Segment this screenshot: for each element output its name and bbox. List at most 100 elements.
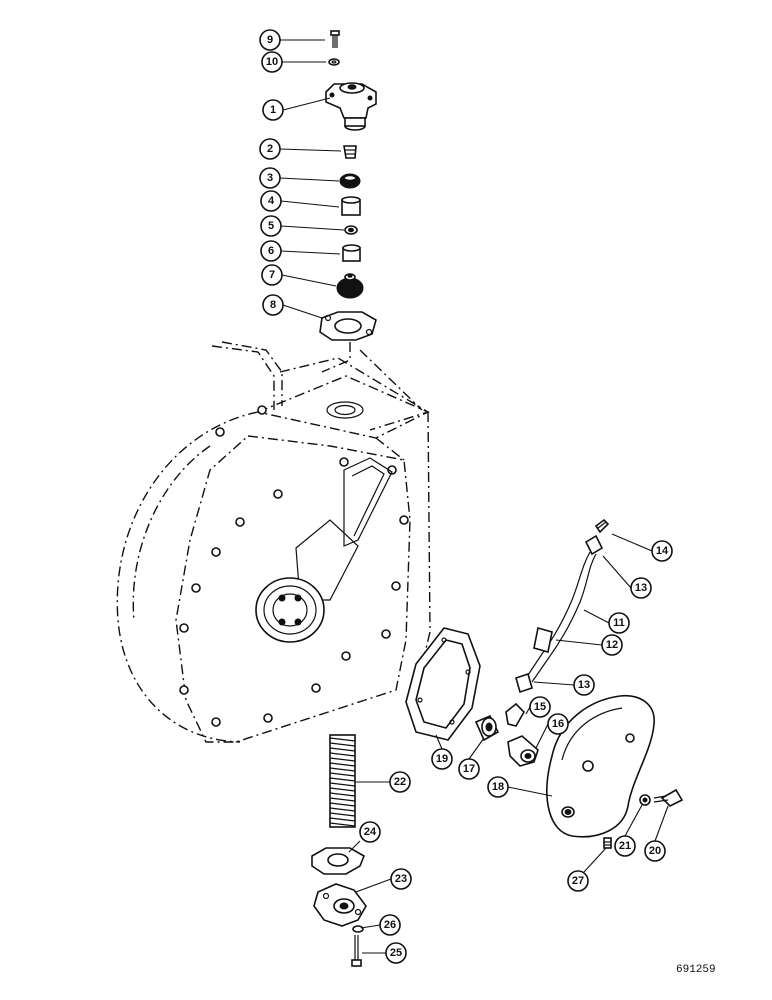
callout-13-upper: 13 xyxy=(630,577,652,599)
callout-label: 9 xyxy=(267,34,273,46)
callout-6: 6 xyxy=(260,240,282,262)
callout-2: 2 xyxy=(259,138,281,160)
callout-7: 7 xyxy=(261,264,283,286)
callout-label: 21 xyxy=(619,840,631,852)
part-22-spring xyxy=(329,734,356,828)
callout-9: 9 xyxy=(259,29,281,51)
spring-coil xyxy=(329,757,356,762)
callout-label: 24 xyxy=(364,826,377,838)
part-20-bolt xyxy=(653,788,684,807)
callout-17: 17 xyxy=(458,758,480,780)
callout-11: 11 xyxy=(608,612,630,634)
callout-label: 6 xyxy=(268,245,274,257)
part-21-washer xyxy=(639,794,651,806)
spring-coil xyxy=(329,762,356,767)
spring-coil xyxy=(329,782,356,787)
spring-coil xyxy=(329,752,356,757)
callout-23: 23 xyxy=(390,868,412,890)
part-1-housing xyxy=(325,82,377,131)
spring-coil xyxy=(329,772,356,777)
callout-label: 13 xyxy=(578,679,590,691)
callouts: 9 10 1 2 3 4 5 6 7 8 14 13 11 12 13 15 1… xyxy=(259,29,673,964)
callout-label: 23 xyxy=(395,873,407,885)
part-26-washer xyxy=(352,925,364,933)
callout-label: 13 xyxy=(635,582,647,594)
callout-14: 14 xyxy=(651,540,673,562)
spring-coil xyxy=(329,792,356,797)
callout-25: 25 xyxy=(385,942,407,964)
callout-label: 3 xyxy=(267,172,273,184)
part-17-spacer xyxy=(474,714,500,742)
spring-coil xyxy=(329,817,356,822)
part-3-seal xyxy=(339,173,361,189)
spring-coil xyxy=(329,737,356,742)
callout-label: 18 xyxy=(492,781,504,793)
spring-coil xyxy=(329,822,356,827)
callout-label: 4 xyxy=(268,195,275,207)
part-27-plug xyxy=(603,837,612,849)
callout-label: 1 xyxy=(270,104,276,116)
callout-label: 19 xyxy=(436,753,448,765)
callout-4: 4 xyxy=(260,190,282,212)
callout-label: 27 xyxy=(572,875,584,887)
callout-label: 10 xyxy=(266,56,278,68)
part-23-flange xyxy=(313,883,367,927)
callout-27: 27 xyxy=(567,870,589,892)
callout-label: 15 xyxy=(534,701,546,713)
callout-label: 8 xyxy=(270,299,276,311)
callout-26: 26 xyxy=(379,914,401,936)
part-6-bushing xyxy=(342,244,361,262)
housing-hub xyxy=(255,577,325,643)
part-10-washer xyxy=(328,58,340,66)
callout-label: 11 xyxy=(613,617,625,629)
callout-label: 17 xyxy=(463,763,475,775)
callout-label: 26 xyxy=(384,919,396,931)
callout-12: 12 xyxy=(601,634,623,656)
main-housing-outline xyxy=(116,341,431,743)
part-25-bolt xyxy=(351,935,362,967)
spring-coil xyxy=(329,797,356,802)
callout-label: 20 xyxy=(649,845,661,857)
part-24-gasket xyxy=(311,847,366,875)
part-9-bolt xyxy=(330,30,340,48)
part-18-cover xyxy=(546,695,655,838)
callout-21: 21 xyxy=(614,835,636,857)
part-2-spring xyxy=(343,145,357,159)
callout-20: 20 xyxy=(644,840,666,862)
part-7-cap xyxy=(336,273,364,299)
spring-coil xyxy=(329,747,356,752)
part-19-gasket xyxy=(405,627,481,741)
part-14-fitting xyxy=(594,518,610,534)
callout-22: 22 xyxy=(389,771,411,793)
callout-label: 25 xyxy=(390,947,402,959)
oil-line-assembly xyxy=(505,518,610,767)
spring-coil xyxy=(329,802,356,807)
spring-coil xyxy=(329,777,356,782)
callout-label: 5 xyxy=(268,220,274,232)
callout-1: 1 xyxy=(262,99,284,121)
callout-label: 16 xyxy=(552,718,564,730)
callout-label: 7 xyxy=(269,269,275,281)
callout-3: 3 xyxy=(259,167,281,189)
callout-10: 10 xyxy=(261,51,283,73)
callout-label: 22 xyxy=(394,776,406,788)
leader-lines xyxy=(279,39,669,954)
part-16-banjo xyxy=(507,735,539,767)
callout-label: 14 xyxy=(656,545,669,557)
part-5-ring xyxy=(344,225,358,235)
spring-coil xyxy=(329,742,356,747)
part-8-gasket xyxy=(319,311,377,341)
spring-coil xyxy=(329,787,356,792)
callout-16: 16 xyxy=(547,713,569,735)
callout-8: 8 xyxy=(262,294,284,316)
callout-18: 18 xyxy=(487,776,509,798)
callout-15: 15 xyxy=(529,696,551,718)
top-parts-stack xyxy=(319,30,377,373)
callout-label: 2 xyxy=(267,143,273,155)
part-4-sleeve xyxy=(341,196,361,216)
housing-bolts xyxy=(179,405,409,727)
callout-label: 12 xyxy=(606,639,618,651)
spring-coil xyxy=(329,807,356,812)
callout-13-lower: 13 xyxy=(573,674,595,696)
